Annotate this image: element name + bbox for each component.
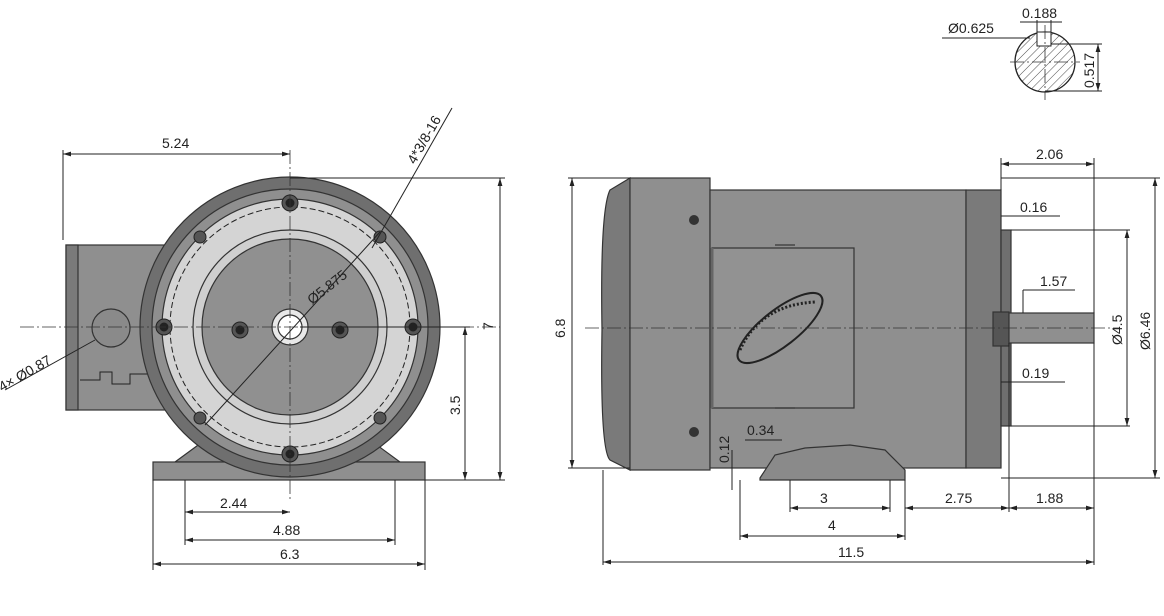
dim-shaft-dia: Ø0.625: [948, 20, 994, 36]
dim-front-6-3: 6.3: [280, 546, 300, 562]
front-view: 5.24 7 3.5 2.44 4.88 6.3 Ø5.875 4*3/8-16…: [0, 107, 505, 570]
dim-front-4-88: 4.88: [273, 522, 300, 538]
dim-side-0-16: 0.16: [1020, 199, 1047, 215]
dim-key-width: 0.188: [1022, 5, 1057, 21]
dim-side-1-57: 1.57: [1040, 273, 1067, 289]
dim-front-7: 7: [480, 322, 496, 330]
dim-side-0-12: 0.12: [716, 436, 732, 463]
side-foot: [759, 444, 906, 481]
dim-side-0-34: 0.34: [747, 422, 774, 438]
dim-side-0-19: 0.19: [1022, 365, 1049, 381]
dim-tapped-holes: 4*3/8-16: [404, 112, 444, 166]
dim-front-2-44: 2.44: [220, 495, 247, 511]
dim-side-4: 4: [828, 517, 836, 533]
dim-side-11-5: 11.5: [838, 544, 864, 560]
side-housing: [629, 177, 711, 471]
side-end-cap: [601, 176, 631, 471]
dim-front-5-24: 5.24: [162, 135, 189, 151]
dim-side-6-8: 6.8: [552, 318, 568, 338]
dim-side-2-06: 2.06: [1036, 146, 1063, 162]
dim-side-flange-dia: Ø6.46: [1137, 312, 1153, 350]
logo: [736, 291, 824, 365]
dim-side-1-88: 1.88: [1036, 490, 1063, 506]
side-view: 6.8 3 4 0.12 0.34 2.75 1.88 11.5 2.06 0.…: [552, 146, 1160, 565]
dim-side-pilot-dia: Ø4.5: [1109, 314, 1125, 345]
dim-side-2-75: 2.75: [945, 490, 972, 506]
dim-key-height: 0.517: [1081, 53, 1097, 88]
dim-conduit-hole: 4× Ø0.87: [0, 352, 54, 395]
dim-side-3: 3: [820, 490, 828, 506]
dim-front-3-5: 3.5: [447, 395, 463, 415]
shaft-section-detail: Ø0.625 0.188 0.517: [942, 5, 1102, 100]
